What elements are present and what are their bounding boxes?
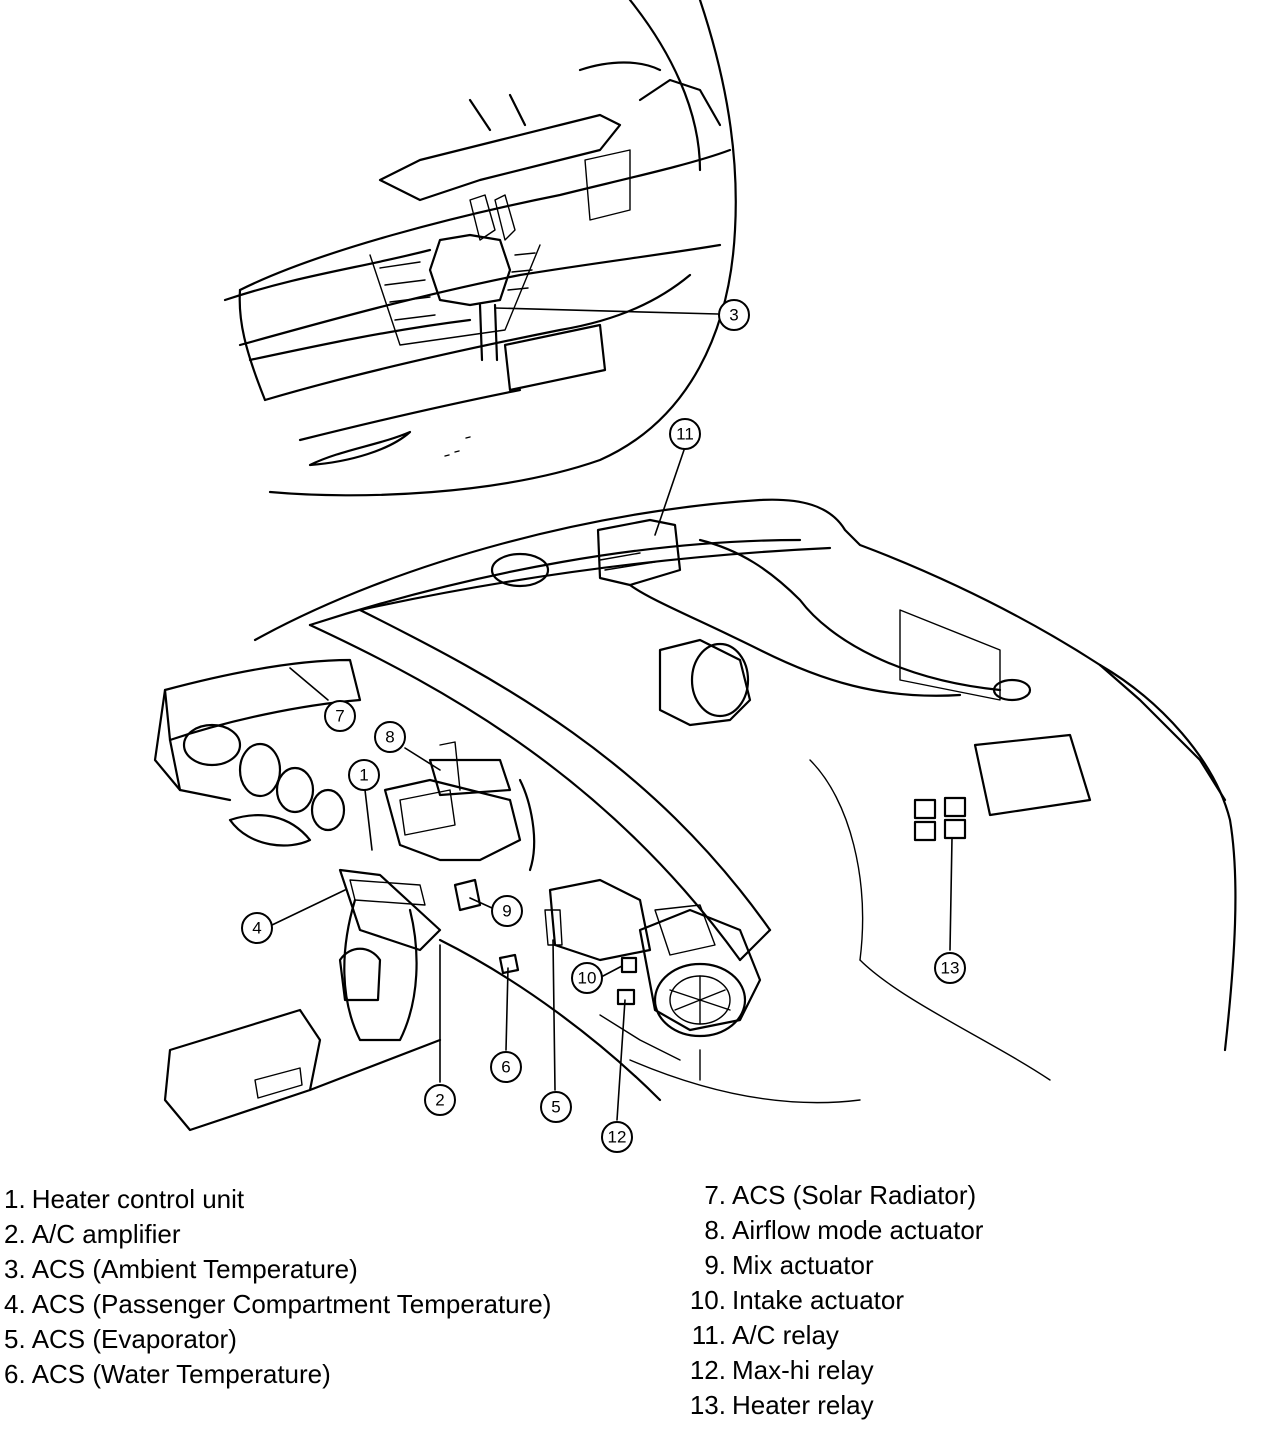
callout-12-label: 12	[608, 1128, 627, 1147]
legend-item-7: 7.ACS (Solar Radiator)	[704, 1180, 977, 1210]
callout-3: 3	[718, 299, 750, 331]
callout-9: 9	[491, 895, 523, 927]
callout-10-label: 10	[578, 969, 597, 988]
legend-item-6: 6.ACS (Water Temperature)	[4, 1359, 331, 1389]
callout-8-label: 8	[385, 728, 394, 747]
legend-item-2: 2.A/C amplifier	[4, 1219, 181, 1249]
callout-2: 2	[424, 1084, 456, 1116]
leader-lines	[271, 307, 953, 1121]
legend-item-13: 13.Heater relay	[689, 1390, 874, 1420]
callout-3-label: 3	[729, 306, 738, 325]
legend-item-5: 5.ACS (Evaporator)	[4, 1324, 237, 1354]
callout-1: 1	[348, 759, 380, 791]
callout-12: 12	[601, 1121, 633, 1153]
legend-item-1: 1.Heater control unit	[4, 1184, 245, 1214]
callout-11: 11	[669, 418, 701, 450]
callout-7: 7	[324, 700, 356, 732]
callout-6: 6	[490, 1051, 522, 1083]
callout-4: 4	[241, 912, 273, 944]
callout-13: 13	[934, 952, 966, 984]
callout-13-label: 13	[941, 959, 960, 978]
legend-left: 1.Heater control unit 2.A/C amplifier 3.…	[4, 1182, 551, 1392]
legend-item-4: 4.ACS (Passenger Compartment Temperature…	[4, 1289, 552, 1319]
callout-4-label: 4	[252, 919, 261, 938]
legend-item-10: 10.Intake actuator	[689, 1285, 904, 1315]
legend-item-12: 12.Max-hi relay	[689, 1355, 874, 1385]
callout-2-label: 2	[435, 1091, 444, 1110]
front-bumper-view	[223, 0, 737, 497]
callout-5-label: 5	[551, 1098, 560, 1117]
callout-1-label: 1	[359, 766, 368, 785]
callout-9-label: 9	[502, 902, 511, 921]
dashboard-engine-view	[153, 498, 1237, 1132]
callout-6-label: 6	[501, 1058, 510, 1077]
component-location-diagram: 3 11 7 8 1 9 4 10 13 6 2 5 12	[153, 0, 1237, 1153]
legend-item-9: 9.Mix actuator	[704, 1250, 874, 1280]
legend-item-11: 11.A/C relay	[691, 1320, 839, 1350]
callout-8: 8	[374, 721, 406, 753]
callout-11-label: 11	[676, 425, 694, 444]
legend-item-3: 3.ACS (Ambient Temperature)	[4, 1254, 358, 1284]
callout-10: 10	[571, 962, 603, 994]
callout-7-label: 7	[335, 707, 344, 726]
legend-item-8: 8.Airflow mode actuator	[704, 1215, 984, 1245]
legend-right: 7.ACS (Solar Radiator) 8.Airflow mode ac…	[684, 1178, 984, 1423]
callout-5: 5	[540, 1091, 572, 1123]
